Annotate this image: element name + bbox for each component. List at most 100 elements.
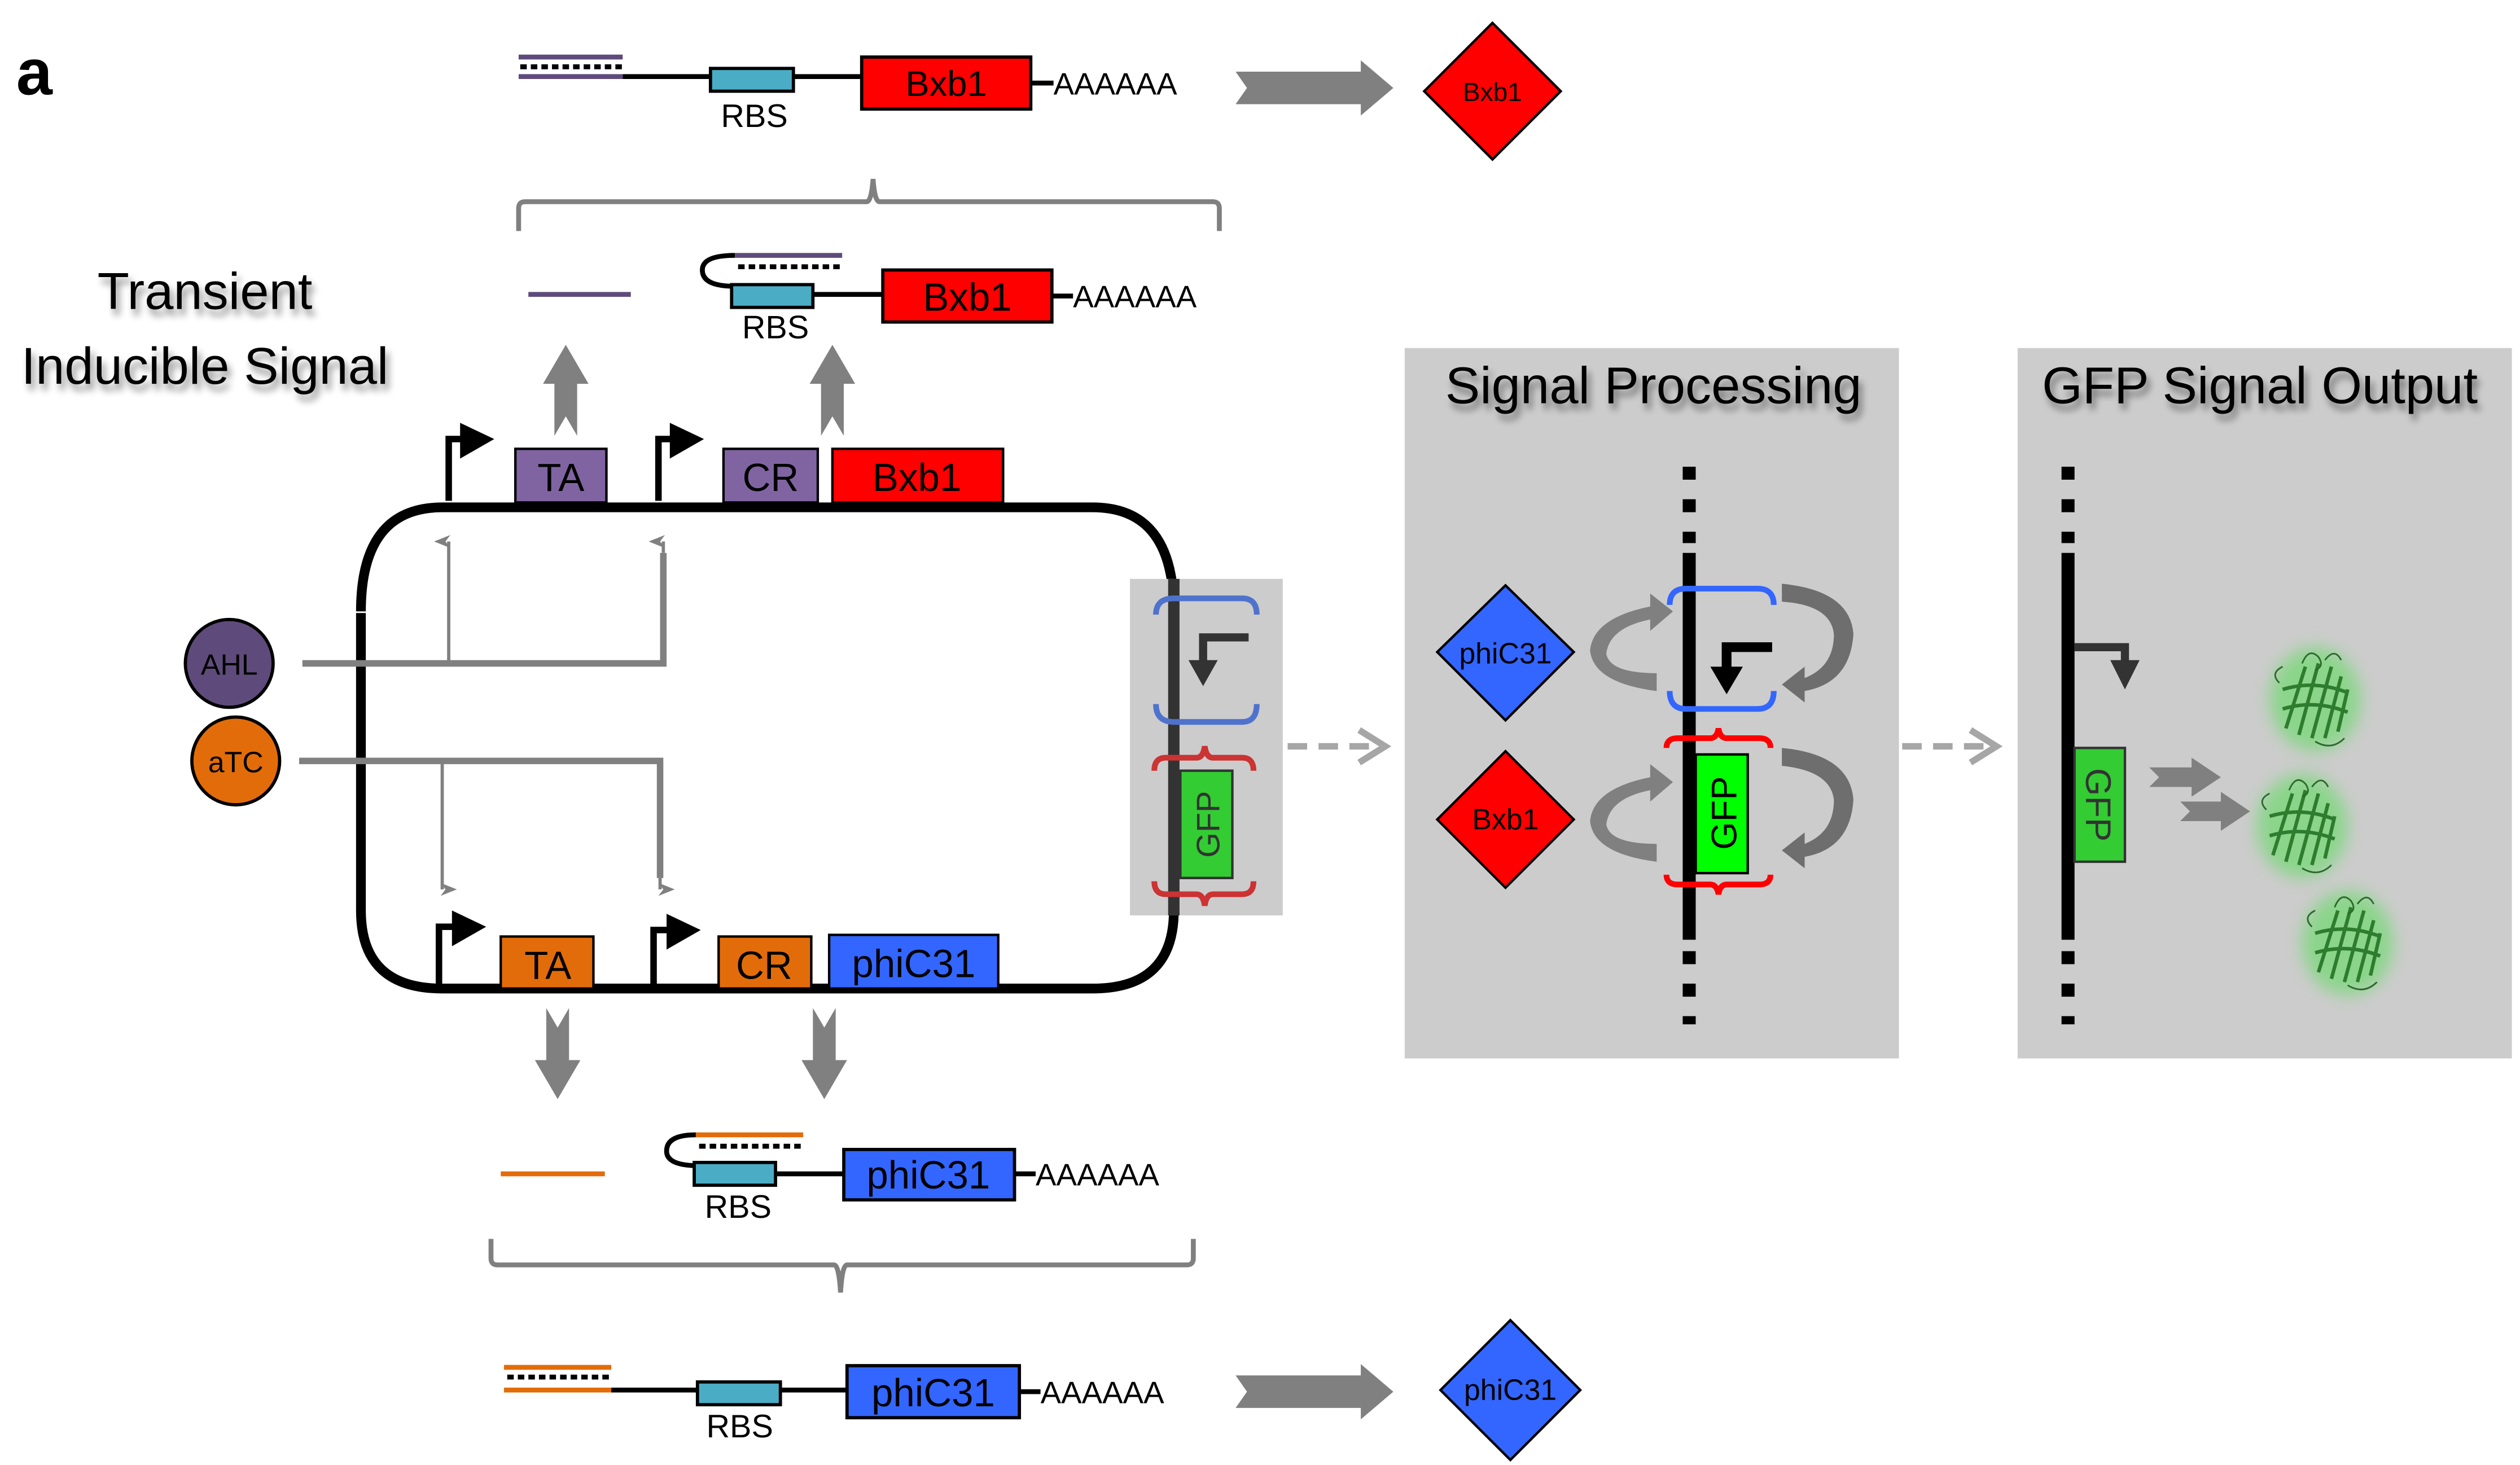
inversion-arrow-left-bottom <box>1590 764 1673 862</box>
bxb1-protein-label: Bxb1 <box>1463 77 1522 107</box>
flow-arrow-to-processing <box>1287 727 1392 766</box>
expression-arrow <box>2180 792 2250 831</box>
bxb1-gene-box <box>881 268 1054 324</box>
polya-label: AAAAAA <box>1054 66 1177 101</box>
promoter-arrow-icon <box>650 927 670 985</box>
phic31-protein-diamond <box>1435 584 1576 722</box>
bxb1-protein-diamond <box>1435 749 1576 890</box>
cell-boundary <box>356 502 1179 994</box>
cr-part-label: CR <box>743 455 799 499</box>
gfp-gene-label: GFP <box>1190 791 1226 858</box>
gfp-gene-label: GFP <box>2078 768 2118 841</box>
ahl-inducer <box>183 617 275 709</box>
bottom-cassette: TA CR phiC31 <box>436 910 1000 990</box>
rbs-label: RBS <box>721 98 787 134</box>
cr-part-label: CR <box>736 943 792 987</box>
bottom-brace <box>488 1239 1196 1293</box>
transcription-arrow-cr-bottom <box>801 1008 847 1099</box>
inverted-promoter-icon <box>1721 642 1772 669</box>
inverted-promoter-head <box>1710 666 1743 695</box>
translation-arrow <box>1235 1364 1393 1420</box>
panel-background <box>1404 348 1899 1059</box>
phic31-part-label: phiC31 <box>852 942 975 986</box>
rbs-box <box>730 283 815 309</box>
rbs-label: RBS <box>742 309 809 345</box>
promoter-arrowhead <box>669 423 704 459</box>
phic31-att-site-bracket <box>1153 595 1260 725</box>
transcription-arrow-ta-top <box>543 344 589 436</box>
arrowhead <box>1357 727 1392 766</box>
phic31-gene-label: phiC31 <box>866 1153 990 1197</box>
cr-part-box <box>722 448 819 504</box>
promoter-arrow-icon <box>655 436 675 501</box>
polya-label: AAAAAA <box>1073 279 1197 314</box>
phic31-part-box <box>827 933 1000 990</box>
rbs-box <box>695 1380 782 1407</box>
gfp-gene-label: GFP <box>1705 776 1745 849</box>
flow-arrow-to-output <box>1902 727 2003 766</box>
bxb1-protein-diamond <box>1422 21 1563 161</box>
inversion-arrow-left-top <box>1590 593 1673 691</box>
top-brace <box>516 178 1222 231</box>
panel-label: a <box>16 36 53 108</box>
bxb1-protein-label: Bxb1 <box>1472 802 1539 835</box>
cr-part-box <box>717 935 813 990</box>
rbs-box <box>708 67 795 93</box>
gfp-output-title: GFP Signal Output <box>2042 357 2478 415</box>
translation-arrow <box>1235 60 1393 116</box>
signal-processing-title: Signal Processing <box>1445 357 1862 415</box>
phic31-protein-label: phiC31 <box>1459 637 1552 670</box>
phic31-gene-box <box>842 1148 1016 1202</box>
input-title-line1: Transient <box>98 262 313 321</box>
gfp-gene-box <box>2073 747 2127 863</box>
bxb1-part-label: Bxb1 <box>873 455 962 499</box>
gfp-protein-icon <box>2256 774 2347 878</box>
bottom-activated-transcript: RBS phiC31 AAAAAA phiC31 <box>504 1318 1583 1462</box>
rbs-box <box>693 1161 777 1187</box>
rbs-label: RBS <box>705 1189 772 1225</box>
gfp-protein-icon <box>2269 647 2360 751</box>
phic31-protein-diamond <box>1439 1318 1583 1462</box>
promoter-arrow-icon <box>2074 643 2129 664</box>
inverted-promoter-head <box>1188 660 1218 686</box>
bxb1-gene-label: Bxb1 <box>923 275 1012 319</box>
gfp-gene-box <box>1694 753 1749 875</box>
arrowhead <box>1969 727 2003 766</box>
hairpin-loop <box>664 1132 699 1169</box>
polya-label: AAAAAA <box>1036 1157 1159 1192</box>
ahl-label: AHL <box>201 648 258 681</box>
hairpin-loop <box>700 253 735 289</box>
promoter-arrowhead <box>460 423 494 459</box>
polya-label: AAAAAA <box>1041 1375 1164 1410</box>
input-title-line2: Inducible Signal <box>21 337 389 395</box>
promoter-arrowhead <box>452 910 487 946</box>
bxb1-gene-box <box>860 55 1033 111</box>
promoter-arrow-icon <box>436 923 455 985</box>
phic31-gene-label: phiC31 <box>871 1371 995 1415</box>
phic31-att-site-bracket <box>1667 586 1777 712</box>
ahl-signal-line <box>302 552 667 667</box>
gfp-gene-box <box>1179 769 1234 879</box>
gfp-protein-icon <box>2302 891 2393 995</box>
transcription-arrow-ta-bottom <box>534 1008 581 1099</box>
bottom-transcripts: RBS phiC31 AAAAAA <box>501 1132 1159 1225</box>
phic31-protein-label: phiC31 <box>1464 1374 1557 1406</box>
ta-part-box <box>499 935 595 990</box>
rbs-label: RBS <box>706 1409 773 1445</box>
transcription-arrow-cr-top <box>809 344 856 436</box>
ta-part-label: TA <box>524 943 571 987</box>
gfp-output-panel: GFP Signal Output GFP <box>2017 348 2512 1059</box>
ta-part-box <box>514 448 608 504</box>
top-activated-transcript: RBS Bxb1 AAAAAA Bxb1 <box>518 21 1563 161</box>
atc-signal-line <box>299 757 664 878</box>
panel-background <box>2017 348 2512 1059</box>
inversion-arrow-right-bottom <box>1782 748 1853 869</box>
atc-label: aTC <box>208 746 264 779</box>
reporter-inset: GFP <box>1130 578 1283 916</box>
inversion-arrow-right-top <box>1782 584 1853 703</box>
signal-processing-panel: Signal Processing phiC31 Bxb1 GFP <box>1404 348 1899 1059</box>
bxb1-gene-label: Bxb1 <box>905 64 987 104</box>
inducer-signals: AHL aTC <box>183 535 675 896</box>
ta-part-label: TA <box>537 455 584 499</box>
